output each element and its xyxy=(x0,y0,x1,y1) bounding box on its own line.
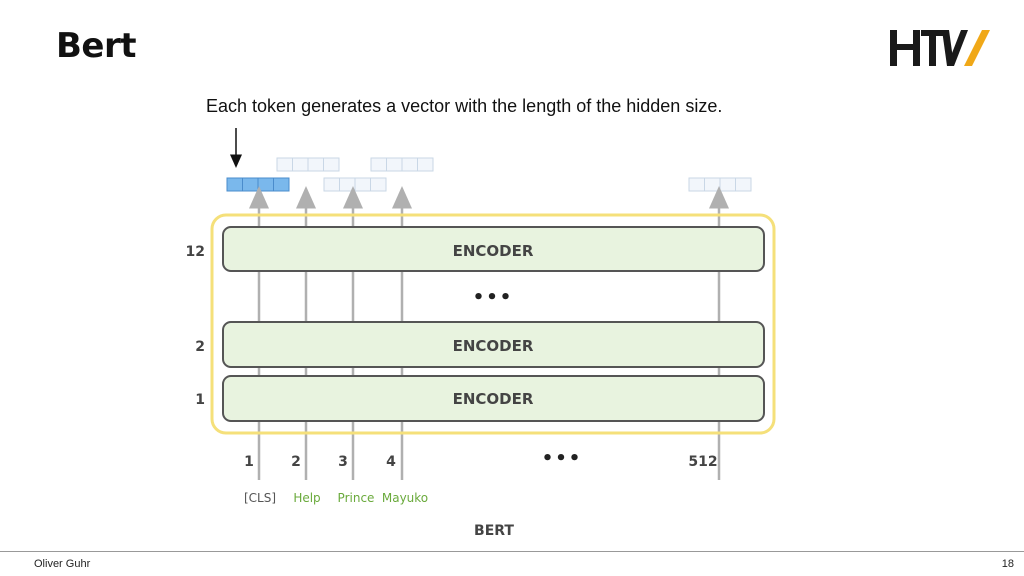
position-number: 2 xyxy=(291,454,301,470)
token-mayuko: Mayuko xyxy=(382,491,428,505)
position-number: 3 xyxy=(338,454,348,470)
bert-outer-border xyxy=(210,213,776,435)
position-ellipsis: ••• xyxy=(542,448,583,469)
htw-logo xyxy=(890,30,990,66)
output-vector-prince xyxy=(323,177,387,192)
token-prince: Prince xyxy=(338,491,375,505)
layer-number: 2 xyxy=(195,339,205,355)
input-tokens: [CLS] Help Prince Mayuko xyxy=(244,491,428,505)
footer-author: Oliver Guhr xyxy=(34,558,91,570)
footer-divider xyxy=(0,551,1024,552)
encoder-label: ENCODER xyxy=(453,390,534,408)
token-help: Help xyxy=(293,491,320,505)
model-name: BERT xyxy=(474,523,514,539)
token-cls: [CLS] xyxy=(244,491,276,505)
encoder-label: ENCODER xyxy=(453,337,534,355)
encoder-layer-12: ENCODER xyxy=(222,226,765,272)
encoder-layer-2: ENCODER xyxy=(222,321,765,368)
layer-number: 12 xyxy=(186,244,205,260)
output-vector-help xyxy=(276,157,340,172)
layer-ellipsis: ••• xyxy=(473,287,514,308)
output-vector-512 xyxy=(688,177,752,192)
position-number: 4 xyxy=(386,454,396,470)
diagram-caption: Each token generates a vector with the l… xyxy=(206,96,723,116)
encoder-layer-1: ENCODER xyxy=(222,375,765,422)
page-number: 18 xyxy=(1001,558,1014,570)
output-vector-mayuko xyxy=(370,157,434,172)
position-number: 512 xyxy=(688,454,717,470)
layer-number: 1 xyxy=(195,392,205,408)
position-number: 1 xyxy=(244,454,254,470)
position-numbers: 1 2 3 4 ••• 512 xyxy=(244,448,717,470)
output-vector-cls xyxy=(226,177,290,192)
slide-title: Bert xyxy=(56,26,137,66)
encoder-label: ENCODER xyxy=(453,242,534,260)
